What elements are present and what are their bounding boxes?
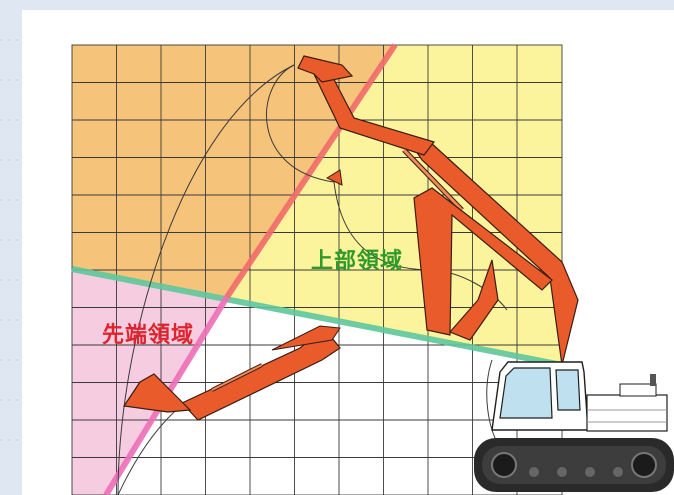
work-zone-diagram: [71, 43, 674, 495]
boundary-red-line: [224, 43, 398, 299]
excavator-icon: [297, 55, 674, 492]
reach-envelope: [117, 64, 508, 495]
excavator-arm-icon: [122, 325, 341, 421]
boundary-green-line: [71, 266, 563, 368]
upper-zone-orange: [72, 45, 395, 297]
tip-zone-label: 先端領域: [102, 323, 195, 348]
diagram-card: 上部領域 先端領域: [22, 10, 674, 495]
upper-zone-label: 上部領域: [311, 249, 404, 274]
